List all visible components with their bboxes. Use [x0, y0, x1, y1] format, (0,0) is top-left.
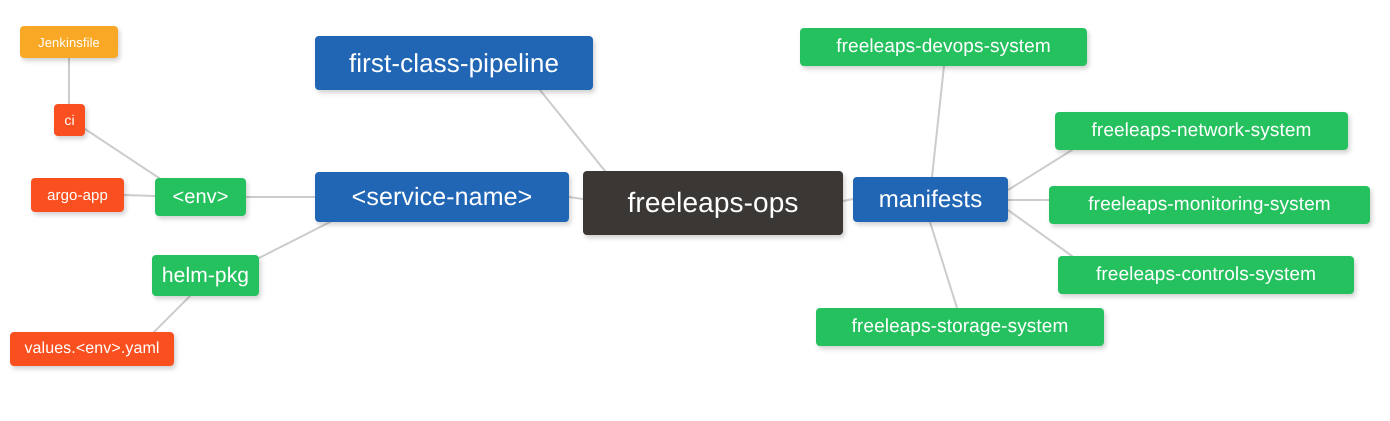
node-valuesyaml[interactable]: values.<env>.yaml	[10, 332, 174, 366]
edge-ci-to-env	[84, 128, 163, 181]
node-controls[interactable]: freeleaps-controls-system	[1058, 256, 1354, 294]
node-manifests[interactable]: manifests	[853, 177, 1008, 222]
node-env[interactable]: <env>	[155, 178, 246, 216]
edge-manifests-to-network	[1007, 149, 1073, 191]
edge-manifests-to-devops	[931, 65, 945, 178]
node-monitoring[interactable]: freeleaps-monitoring-system	[1049, 186, 1370, 224]
edge-service-to-root	[568, 196, 584, 200]
node-root[interactable]: freeleaps-ops	[583, 171, 843, 235]
node-devops[interactable]: freeleaps-devops-system	[800, 28, 1087, 66]
node-storage[interactable]: freeleaps-storage-system	[816, 308, 1104, 346]
node-service[interactable]: <service-name>	[315, 172, 569, 222]
edge-argoapp-to-env	[123, 194, 156, 197]
edge-valuesyaml-to-helmpkg	[152, 295, 191, 334]
node-pipeline[interactable]: first-class-pipeline	[315, 36, 593, 90]
edge-helmpkg-to-service	[258, 221, 331, 259]
node-jenkinsfile[interactable]: Jenkinsfile	[20, 26, 118, 58]
edge-manifests-to-storage	[929, 221, 958, 309]
edge-root-to-manifests	[842, 198, 854, 202]
node-network[interactable]: freeleaps-network-system	[1055, 112, 1348, 150]
node-argoapp[interactable]: argo-app	[31, 178, 124, 212]
node-helmpkg[interactable]: helm-pkg	[152, 255, 259, 296]
edge-pipeline-to-root	[539, 89, 606, 172]
node-ci[interactable]: ci	[54, 104, 85, 136]
